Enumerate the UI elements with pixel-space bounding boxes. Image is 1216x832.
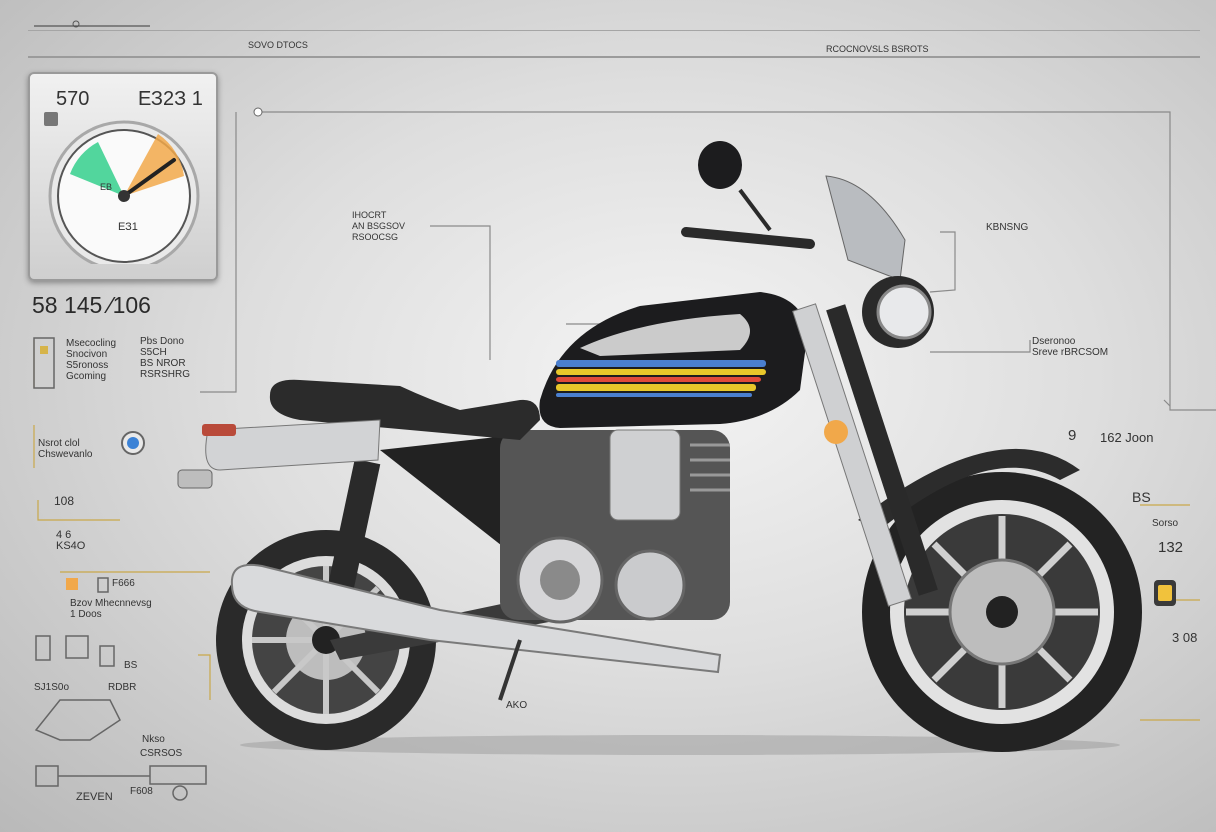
label-left-10: RDBR (108, 682, 137, 693)
pen-icon (34, 20, 150, 28)
label-left-8: BS (124, 660, 138, 671)
label-center-1: IHOCRT AN BSGSOV RSOOCSG (352, 210, 406, 242)
label-right-1: KBNSNG (986, 222, 1029, 233)
label-left-1: Msecocling Snocivon S5ronoss Gcoming (66, 338, 117, 382)
label-right-7: 132 (1158, 539, 1184, 556)
warning-lamp-icon (1154, 580, 1176, 606)
label-left-11: Nkso (142, 734, 165, 745)
gauge-inner-label: EB (100, 182, 113, 192)
label-left-14: F608 (130, 786, 153, 797)
header-left-text: SOVO DTOCS (248, 40, 308, 50)
label-left-9: SJ1S0o (34, 682, 70, 693)
speedometer-icon (44, 112, 200, 264)
label-left-7: Bzov Mhecnnevsg 1 Doos (70, 598, 152, 620)
label-left-4: 108 (54, 494, 75, 508)
label-left-2: Pbs Dono S5CH BS NROR RSRSHRG (140, 336, 191, 380)
motorcycle-illustration (177, 141, 1142, 755)
label-right-4: 9 (1068, 427, 1077, 444)
speedometer-panel: 570 ЕЗ2З 1 ЕЗ1 EB (28, 72, 218, 281)
ground-label: AKO (506, 700, 528, 711)
header-rule (28, 56, 1200, 58)
label-right-6: Sorso (1152, 518, 1179, 529)
label-left-5: 4 6 KS4O (56, 529, 86, 552)
label-right-8: 3 08 (1172, 630, 1198, 645)
label-left-3: Nsrot clol Chswevanlo (38, 438, 93, 460)
label-left-12: CSRSOS (140, 748, 183, 759)
label-left-13: ZEVEN (76, 791, 113, 803)
gauge-center-label: ЕЗ1 (118, 221, 138, 233)
gauge-right-value: ЕЗ2З 1 (138, 88, 203, 110)
label-right-2: Dseronoo Sreve rBRCSOM (1032, 336, 1109, 358)
headline-number: 58 145 ⁄106 (32, 292, 151, 318)
tool-schematic-icon (34, 696, 214, 800)
header-rule-top (28, 30, 1200, 31)
label-right-3: 162 Joon (1100, 430, 1154, 445)
label-left-6: F666 (112, 578, 135, 589)
header-right-text: RCOCNOVSLS BSROTS (826, 44, 929, 54)
gauge-left-value: 570 (56, 88, 90, 110)
label-right-5: BS (1132, 489, 1151, 505)
indicator-dot-icon (122, 432, 144, 454)
